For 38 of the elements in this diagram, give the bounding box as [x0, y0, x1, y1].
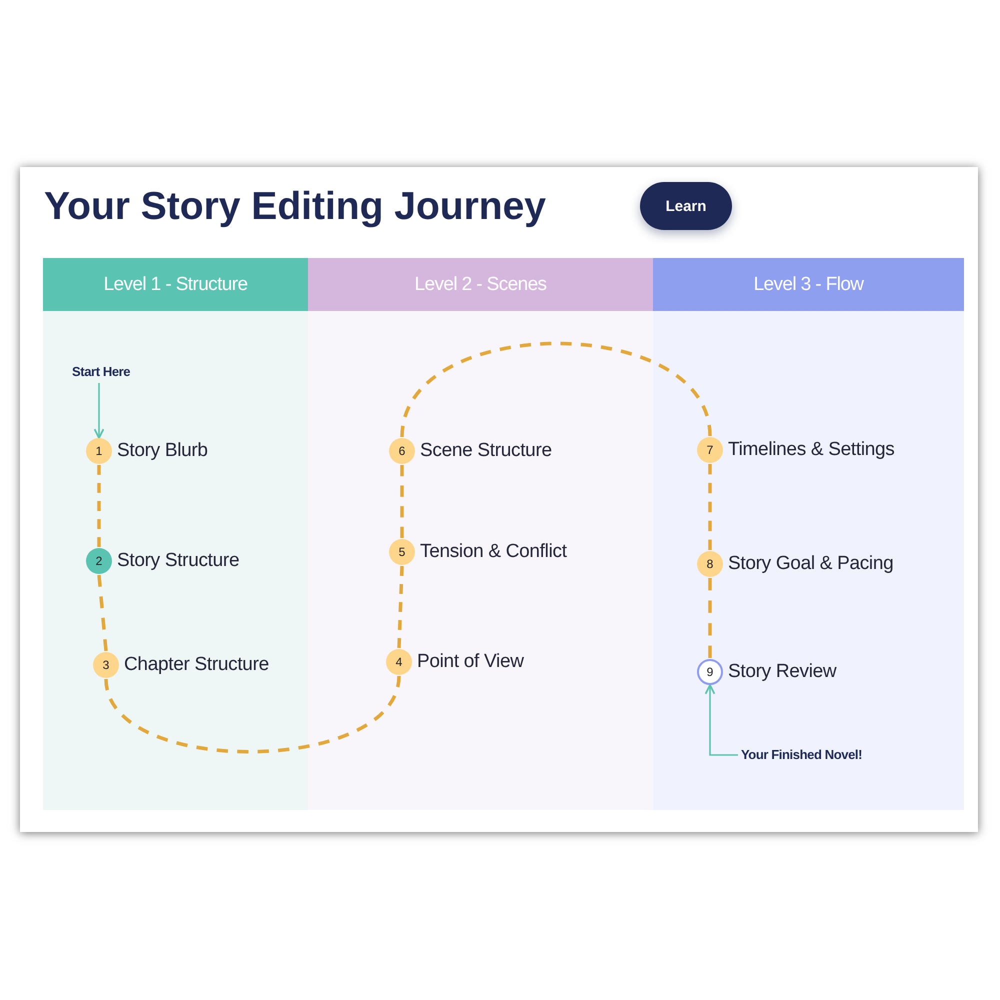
step-title: Tension & Conflict [420, 540, 567, 564]
arrow [94, 383, 104, 439]
title: Your Story Editing Journey [44, 184, 546, 230]
dashed-path [397, 566, 404, 648]
column-header: Level 2 - Scenes [308, 258, 653, 311]
dashed-path [400, 342, 712, 438]
dashed-path [708, 464, 712, 550]
step-title: Story Structure [117, 549, 240, 573]
step-number: 7 [697, 437, 723, 463]
step-number: 6 [389, 438, 415, 464]
note-text: Your Finished Novel! [741, 747, 862, 763]
dashed-path [97, 465, 101, 547]
step-number: 1 [86, 438, 112, 464]
step-number: 9 [697, 659, 723, 685]
column-panel [43, 258, 308, 810]
column-panel [653, 258, 964, 810]
step-number: 4 [386, 649, 412, 675]
step-title: Story Blurb [117, 439, 208, 463]
column-header: Level 3 - Flow [653, 258, 964, 311]
step-number: 8 [697, 551, 723, 577]
step-number: 5 [389, 539, 415, 565]
learn-button: Learn [640, 182, 732, 230]
note-text: Start Here [72, 364, 130, 380]
step-title: Story Goal & Pacing [728, 552, 894, 576]
dashed-path [400, 465, 404, 538]
column-panel [308, 258, 653, 810]
step-title: Timelines & Settings [728, 438, 894, 462]
step-title: Chapter Structure [124, 653, 269, 677]
arrow [704, 684, 738, 756]
step-title: Scene Structure [420, 439, 552, 463]
column-header: Level 1 - Structure [43, 258, 308, 311]
step-number: 2 [86, 548, 112, 574]
step-number: 3 [93, 652, 119, 678]
dashed-path [97, 574, 108, 652]
step-title: Story Review [728, 660, 836, 684]
dashed-path [708, 578, 712, 658]
dashed-path [104, 676, 401, 754]
step-title: Point of View [417, 650, 524, 674]
